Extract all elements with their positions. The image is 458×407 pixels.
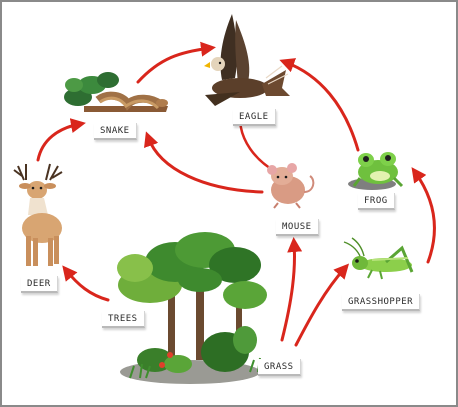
arrow-grass-to-mouse [280, 237, 303, 342]
label-grass: GRASS [258, 359, 301, 376]
eagle-illustration [204, 14, 290, 106]
arrow-grasshopper-to-frog [411, 167, 436, 264]
arrow-deer-to-snake [36, 118, 86, 162]
label-deer: DEER [21, 276, 58, 293]
arrow-grass-to-grasshopper [294, 263, 350, 347]
grass-illustration [120, 326, 261, 384]
label-grasshopper: GRASSHOPPER [342, 294, 421, 311]
arrow-frog-to-eagle [279, 58, 360, 152]
frog-illustration [348, 152, 404, 190]
snake-illustration [64, 72, 168, 112]
arrow-trees-to-deer [62, 265, 110, 302]
grasshopper-illustration [343, 237, 414, 280]
label-trees: TREES [102, 311, 145, 328]
arrow-mouse-to-eagle [233, 113, 278, 174]
arrow-snake-to-eagle [136, 41, 216, 84]
label-snake: SNAKE [94, 123, 137, 140]
label-mouse: MOUSE [276, 219, 319, 236]
label-eagle: EAGLE [233, 109, 276, 126]
mouse-illustration [267, 163, 315, 209]
label-frog: FROG [358, 193, 395, 210]
trees-illustration [117, 232, 267, 360]
food-web-arrows [36, 41, 436, 347]
arrow-mouse-to-snake [144, 131, 264, 194]
deer-illustration [13, 163, 63, 266]
